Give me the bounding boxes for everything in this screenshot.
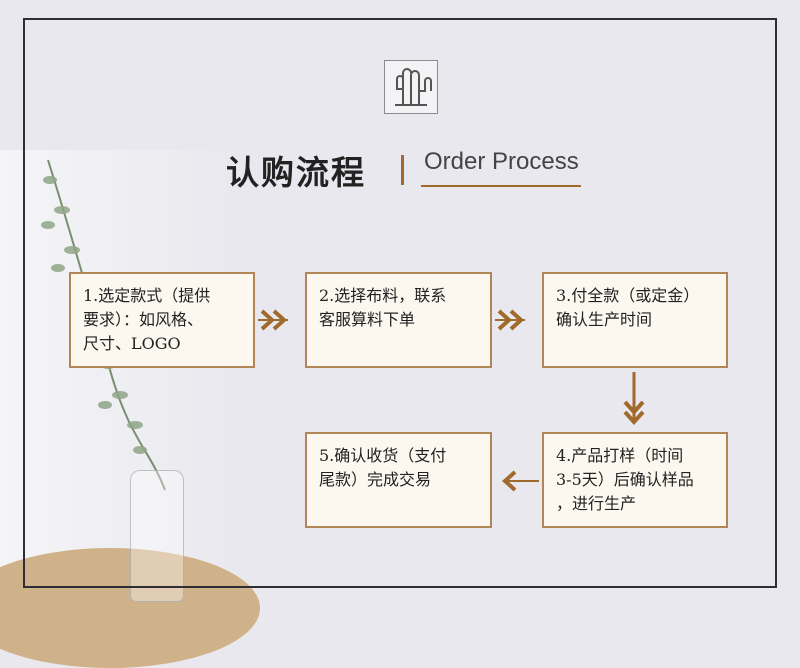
glass-vase [130,470,184,602]
step-4-box: 4.产品打样（时间 3-5天）后确认样品 ，进行生产 [542,432,728,528]
chevron-down-arrow-icon [623,372,645,425]
step-1-line-1: 1.选定款式（提供 [83,286,211,305]
step-4-line-1: 4.产品打样（时间 [556,446,684,465]
chevron-left-arrow-icon [502,470,539,492]
chevron-right-arrow-icon [495,309,525,331]
chevron-right-arrow-icon [258,309,288,331]
step-1-line-3: 尺寸、LOGO [83,334,181,353]
step-2-box: 2.选择布料，联系 客服算料下单 [305,272,492,368]
page-subtitle: Order Process [424,148,579,175]
step-4-line-2: 3-5天）后确认样品 [556,470,694,489]
step-4-line-3: ，进行生产 [556,494,637,513]
subtitle-underline [421,185,581,187]
step-2-line-1: 2.选择布料，联系 [319,286,447,305]
cactus-logo [384,60,438,114]
page-title: 认购流程 [226,153,366,192]
cactus-icon [395,68,432,106]
step-3-line-2: 确认生产时间 [556,310,653,329]
step-2-line-2: 客服算料下单 [319,310,416,329]
step-5-line-2: 尾款）完成交易 [319,470,432,489]
step-3-line-1: 3.付全款（或定金） [556,286,700,305]
step-1-box: 1.选定款式（提供 要求）：如风格、 尺寸、LOGO [69,272,255,368]
step-5-box: 5.确认收货（支付 尾款）完成交易 [305,432,492,528]
content-frame [23,18,777,588]
step-5-line-1: 5.确认收货（支付 [319,446,447,465]
step-3-box: 3.付全款（或定金） 确认生产时间 [542,272,728,368]
step-1-line-2: 要求）：如风格、 [83,310,204,329]
title-separator [401,155,404,185]
